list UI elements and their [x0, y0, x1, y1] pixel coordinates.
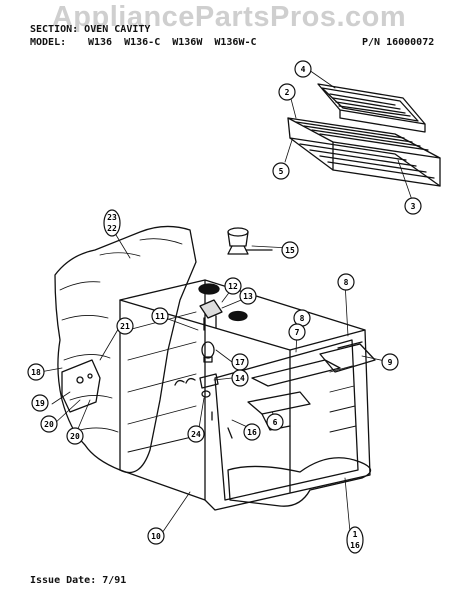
oven-racks	[287, 117, 441, 187]
callout-3: 3	[404, 197, 422, 215]
svg-text:20: 20	[44, 420, 54, 429]
svg-text:20: 20	[70, 432, 80, 441]
svg-text:3: 3	[411, 202, 416, 211]
callout-13: 13	[239, 287, 257, 305]
callout-20: 20	[40, 415, 58, 433]
callout-18: 18	[27, 363, 45, 381]
callout-25: 24	[187, 425, 205, 443]
svg-text:23: 23	[107, 213, 117, 222]
part-number: P/N 16000072	[362, 37, 435, 48]
broil-pan	[317, 83, 426, 133]
svg-text:5: 5	[279, 167, 284, 176]
model-label: MODEL:	[30, 37, 67, 48]
callout-4: 4	[294, 60, 312, 78]
svg-text:1: 1	[353, 530, 358, 539]
svg-text:8: 8	[344, 278, 349, 287]
thermostat-bulb	[227, 227, 273, 255]
callout-7: 7	[288, 323, 306, 341]
svg-text:16: 16	[247, 428, 257, 437]
callout-22: 21	[116, 317, 134, 335]
callout-10: 10	[147, 527, 165, 545]
section-title: SECTION: OVEN CAVITY	[30, 24, 151, 35]
bake-element	[247, 359, 341, 431]
callout-12: 12	[224, 277, 242, 295]
svg-text:24: 24	[191, 430, 201, 439]
svg-text:8: 8	[300, 314, 305, 323]
oven-cavity	[119, 279, 371, 511]
callout-15: 15	[281, 241, 299, 259]
bottom-element	[227, 457, 372, 507]
svg-text:11: 11	[155, 312, 165, 321]
callout-2: 2	[278, 83, 296, 101]
svg-text:21: 21	[120, 322, 130, 331]
callout-17: 17	[231, 353, 249, 371]
callout-16-lower: 16	[243, 423, 261, 441]
svg-text:9: 9	[388, 358, 393, 367]
svg-text:13: 13	[243, 292, 253, 301]
svg-text:2: 2	[285, 88, 290, 97]
callout-21: 20	[66, 427, 84, 445]
callout-5: 5	[272, 162, 290, 180]
callout-1-16: 116	[346, 526, 364, 554]
model-list: W136 W136-C W136W W136W-C	[88, 37, 257, 48]
svg-text:22: 22	[107, 224, 117, 233]
svg-text:7: 7	[295, 328, 300, 337]
svg-text:12: 12	[228, 282, 238, 291]
svg-text:15: 15	[285, 246, 295, 255]
broil-element	[319, 341, 376, 373]
callout-8-top: 8	[337, 273, 355, 291]
callout-11: 11	[151, 307, 169, 325]
callout-14: 14	[231, 369, 249, 387]
callout-19: 19	[31, 394, 49, 412]
callout-6: 6	[266, 413, 284, 431]
svg-text:19: 19	[35, 399, 45, 408]
issue-date: Issue Date: 7/91	[30, 575, 127, 586]
svg-text:6: 6	[273, 418, 278, 427]
svg-text:10: 10	[151, 532, 161, 541]
svg-text:4: 4	[301, 65, 306, 74]
svg-text:17: 17	[235, 358, 245, 367]
watermark: AppliancePartsPros.com	[51, 1, 407, 33]
svg-text:16: 16	[350, 541, 360, 550]
svg-text:14: 14	[235, 374, 245, 383]
svg-text:18: 18	[31, 368, 41, 377]
callout-9: 9	[381, 353, 399, 371]
